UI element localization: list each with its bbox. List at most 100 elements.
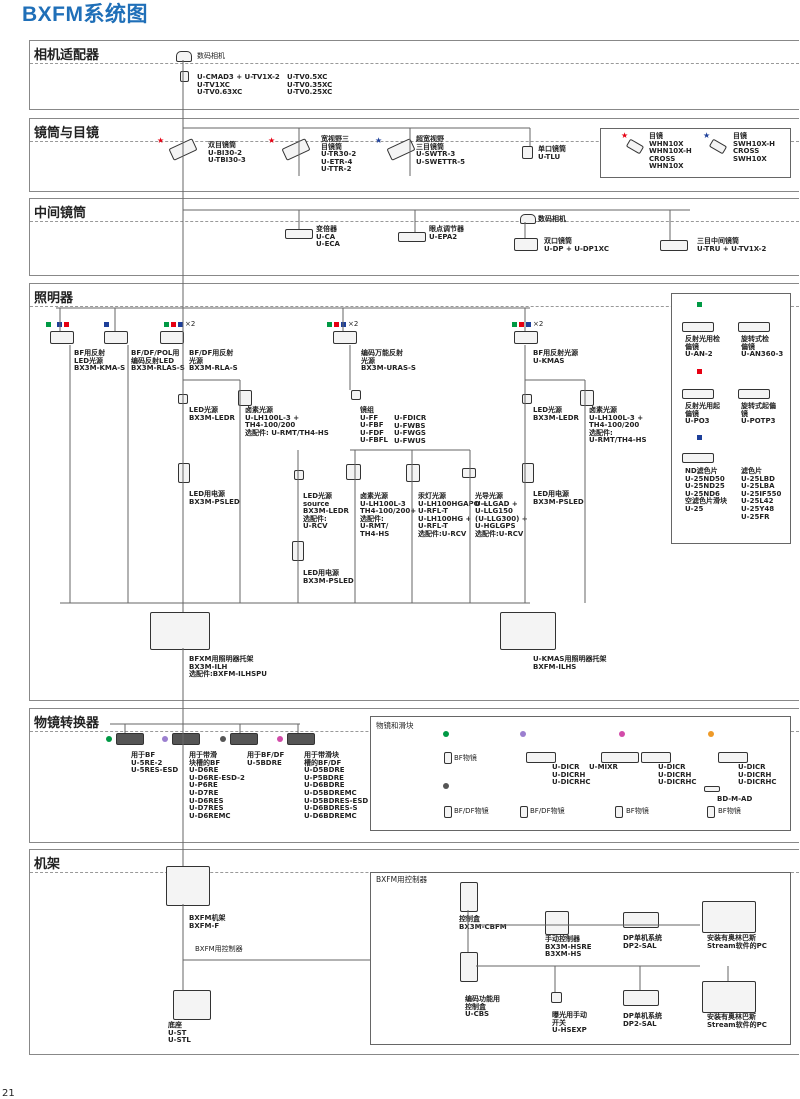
polarizer-filter-box (671, 293, 791, 544)
stand-icon (173, 990, 211, 1020)
section-header: 照明器 (30, 284, 799, 307)
magnification-changer-label: 变倍器 U-CA U-ECA (316, 225, 340, 249)
red-star-icon: ★ (621, 131, 629, 140)
color-filter-label: 滤色片 U-25LBD U-25LBA U-25IF550 U-25L42 U-… (741, 467, 782, 521)
hand-switch-label: 手动控制器 BX3M-HSRE B3XM-HS (545, 935, 592, 959)
led-lamp-label-2: LED光源 source BX3M-LEDR 选配件: U-RCV (303, 492, 349, 531)
mixr-slider-label: U-MIXR (589, 763, 618, 771)
rotating-analyzer-label: 旋转式检 偏镜 U-AN360-3 (741, 335, 784, 359)
single-port-tube-label: 单口镜筒 U-TLU (538, 145, 566, 161)
green-square-icon (46, 322, 51, 327)
pc-label: 安装有奥林巴斯 Stream软件的PC (707, 934, 767, 950)
section-header: 相机适配器 (30, 41, 799, 64)
nosepiece-bfdf-label: 用于BF/DF U-5BDRE (247, 751, 285, 767)
illuminator-uras-label: 编码万能反射 光源 BX3M-URAS-S (361, 349, 416, 373)
page-number: 21 (2, 1088, 15, 1099)
nosepiece-bf-icon (116, 733, 144, 745)
red-star-icon: ★ (157, 136, 165, 145)
red-square-icon (64, 322, 69, 327)
mixr-slider-icon (601, 752, 639, 763)
eyepiece-2-label: 目镜 SWH10X-H CROSS SWH10X (733, 132, 775, 163)
gray-dot-icon (443, 783, 449, 789)
nosepiece-bfdf-icon (230, 733, 258, 745)
bd-adapter-label: BD-M-AD (717, 795, 753, 803)
blue-star-icon: ★ (375, 136, 383, 145)
blue-square-icon (526, 322, 531, 327)
controller-box-title: BXFM用控制器 (376, 875, 428, 884)
blue-square-icon (178, 322, 183, 327)
binocular-tube-label: 双目镜筒 U-BI30-2 U-TBI30-3 (208, 141, 246, 165)
trinocular-intermediate-icon (660, 240, 688, 251)
digital-camera-icon (520, 214, 536, 224)
illuminator-kma-label: BF用反射 LED光源 BX3M-KMA-S (74, 349, 126, 373)
magnification-changer-icon (285, 229, 313, 239)
nosepiece-slider-label: 用于带滑 块槽的BF U-D6RE U-D6RE-ESD-2 U-P6RE U-… (189, 751, 245, 820)
illuminator-rla-label: BF/DF用反射 光源 BX3M-RLA-S (189, 349, 238, 373)
illuminator-kma-icon (50, 331, 74, 344)
led-lamp-label: LED光源 BX3M-LEDR (189, 406, 235, 422)
dic-slider-label-3: U-DICR U-DICRH U-DICRHC (738, 763, 777, 787)
section-title: 镜筒与目镜 (34, 126, 100, 141)
objectives-box (370, 716, 791, 831)
red-square-icon (171, 322, 176, 327)
gray-dot-icon (220, 736, 226, 742)
illuminator-rlas-icon (104, 331, 128, 344)
red-star-icon: ★ (268, 136, 276, 145)
dual-port-tube-icon (514, 238, 538, 251)
green-square-icon (697, 302, 702, 307)
illuminator-holder-ilhs-icon (500, 612, 556, 650)
led-power-supply-label-2: LED用电源 BX3M-PSLED (303, 569, 354, 585)
quantity-label: ×2 (185, 320, 196, 328)
bf-objective-icon (707, 806, 715, 818)
led-lamp-icon (294, 470, 304, 480)
nosepiece-bf-label: 用于BF U-5RE-2 U-5RES-ESD (131, 751, 179, 775)
bf-objective-label: BF物镜 (454, 754, 477, 762)
single-port-tube-icon (522, 146, 533, 159)
led-power-supply-label: LED用电源 BX3M-PSLED (189, 490, 240, 506)
pc-icon (702, 981, 756, 1013)
dic-slider-icon (718, 752, 748, 763)
led-lamp-label-3: LED光源 BX3M-LEDR (533, 406, 579, 422)
dp-controller-label: DP单机系统 DP2-SAL (623, 934, 662, 950)
bfdf-objective-icon (520, 806, 528, 818)
green-square-icon (327, 322, 332, 327)
section-header: 镜筒与目镜 (30, 119, 799, 142)
led-lamp-icon (522, 394, 532, 404)
camera-adapter-list-2: U-TV0.5XC U-TV0.35XC U-TV0.25XC (287, 73, 333, 97)
section-title: 照明器 (34, 291, 74, 306)
mercury-lamp-label: 汞灯光源 U-LH100HGAPO + U-RFL-T U-LH100HG + … (418, 492, 488, 538)
dic-slider-icon (526, 752, 556, 763)
eyepiece-box (600, 128, 791, 178)
red-square-icon (697, 369, 702, 374)
objectives-box-title: 物镜和滑块 (376, 721, 414, 730)
frame-icon (166, 866, 210, 906)
polarizer-icon (682, 389, 714, 399)
exposure-switch-label: 曝光用手动 开关 U-HSEXP (552, 1011, 587, 1035)
analyzer-label: 反射光用检 偏镜 U-AN-2 (685, 335, 720, 359)
led-power-supply-label-3: LED用电源 BX3M-PSLED (533, 490, 584, 506)
pc-label-2: 安装有奥林巴斯 Stream软件的PC (707, 1013, 767, 1029)
halogen-lamp-label-2: 卤素光源 U-LH100L-3 TH4-100/200+ 选配件: U-RMT/… (360, 492, 417, 538)
digital-camera-icon (176, 51, 192, 62)
dp-controller-icon (623, 912, 659, 928)
control-box-label: 控制盒 BX3M-CBFM (459, 915, 507, 931)
dic-slider-label-2: U-DICR U-DICRH U-DICRHC (658, 763, 697, 787)
blue-star-icon: ★ (703, 131, 711, 140)
blue-square-icon (104, 322, 109, 327)
illuminator-rlas-label: BF/DF/POL用 编码反射LED BX3M-RLAS-S (131, 349, 185, 373)
controller-box (370, 872, 791, 1045)
section-title: 中间镜筒 (34, 206, 87, 221)
illuminator-holder-ilh-label: BFXM用照明器托架 BX3M-ILH 选配件:BXFM-ILHSPU (189, 655, 267, 679)
rotating-polarizer-icon (738, 389, 770, 399)
exposure-switch-icon (551, 992, 562, 1003)
rotating-polarizer-label: 旋转式起偏 镜 U-POTP3 (741, 402, 776, 426)
halogen-lamp-icon (580, 390, 594, 406)
superwide-tube-label: 超宽视野 三目镜筒 U-SWTR-3 U-SWETTR-5 (416, 135, 466, 166)
halogen-lamp-icon (346, 464, 361, 480)
control-box-icon (460, 882, 478, 912)
green-dot-icon (443, 731, 449, 737)
bfdf-objective-icon (615, 806, 623, 818)
dp-controller-label-2: DP单机系统 DP2-SAL (623, 1012, 662, 1028)
filter-slider-icon (682, 453, 714, 463)
